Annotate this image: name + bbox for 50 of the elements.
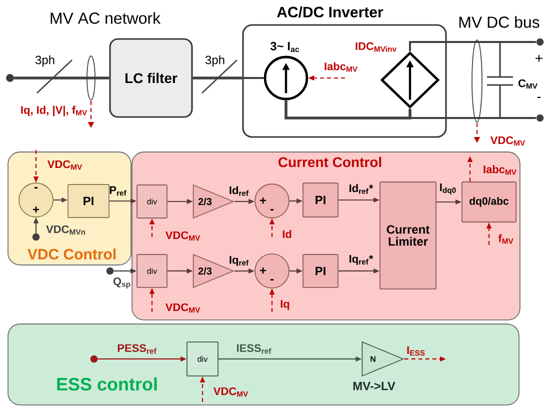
limiter-block: Current Limiter xyxy=(380,182,436,290)
terminal-dot xyxy=(6,74,14,82)
edge-label: VDC$_{MV}$ xyxy=(213,387,248,397)
polarity-sign: + xyxy=(536,54,542,62)
edge-label: VDC$_{MV}$ xyxy=(47,160,82,170)
sign: - xyxy=(270,279,274,280)
sign: - xyxy=(270,209,274,210)
edge-label: P$_{ref}$ xyxy=(110,186,126,196)
edge-label: VDC$_{MVn}$ xyxy=(46,225,85,235)
network-title: MV AC network xyxy=(50,12,161,24)
symbol-label: 3~ I$_{ac}$ xyxy=(270,42,300,52)
phase-label: 3ph xyxy=(205,55,224,67)
edge-label: Iq$_{ref}$* xyxy=(350,255,374,265)
edge-label: I$_{dq0}$ xyxy=(440,184,456,194)
sign: + xyxy=(260,267,266,274)
divider-block: div xyxy=(136,184,168,218)
filter-box: LC filter xyxy=(109,38,193,118)
edge-label: PESS$_{ref}$ xyxy=(118,344,156,354)
edge-label: VDC$_{MV}$ xyxy=(165,231,200,241)
edge-label: Id$_{ref}$* xyxy=(350,184,374,194)
edge-label: Iabc$_{MV}$ xyxy=(324,62,358,72)
edge-label: f$_{MV}$ xyxy=(498,234,514,244)
sign: - xyxy=(34,187,38,188)
edge-label: Q$_{sp}$ xyxy=(113,278,130,288)
bus-title: MV DC bus xyxy=(459,16,540,28)
panel-heading: VDC Control xyxy=(28,248,116,260)
measurement-label: Iq, Id, |V|, f$_{MV}$ xyxy=(21,106,87,116)
edge-label: Iabc$_{MV}$ xyxy=(484,165,516,175)
divider-block: div xyxy=(136,254,168,288)
symbol-label: IDC$_{MVinv}$ xyxy=(356,42,396,52)
edge-label: Id xyxy=(282,230,292,238)
pi-block: PI xyxy=(302,254,338,288)
sign: + xyxy=(260,197,266,204)
edge-label: VDC$_{MV}$ xyxy=(165,303,200,313)
sign: + xyxy=(33,206,40,213)
divider-block: div xyxy=(186,342,218,376)
polarity-sign: - xyxy=(537,96,541,98)
symbol-label: MV->LV xyxy=(353,382,396,390)
panel-heading: Current Control xyxy=(278,156,382,168)
measurement-label: VDC$_{MV}$ xyxy=(490,136,526,146)
edge-label: IESS$_{ref}$ xyxy=(237,344,272,354)
panel-heading: AC/DC Inverter xyxy=(277,6,384,18)
panel-heading: ESS control xyxy=(57,377,157,391)
edge-label: I$_{ESS}$ xyxy=(407,346,425,356)
edge-label: Iq xyxy=(280,300,290,310)
capacitor-label: C$_{MV}$ xyxy=(518,79,538,89)
phase-label: 3ph xyxy=(35,55,54,67)
pi-block: PI xyxy=(68,184,110,218)
transform-block: dq0/abc xyxy=(462,182,516,222)
pi-block: PI xyxy=(302,182,338,218)
